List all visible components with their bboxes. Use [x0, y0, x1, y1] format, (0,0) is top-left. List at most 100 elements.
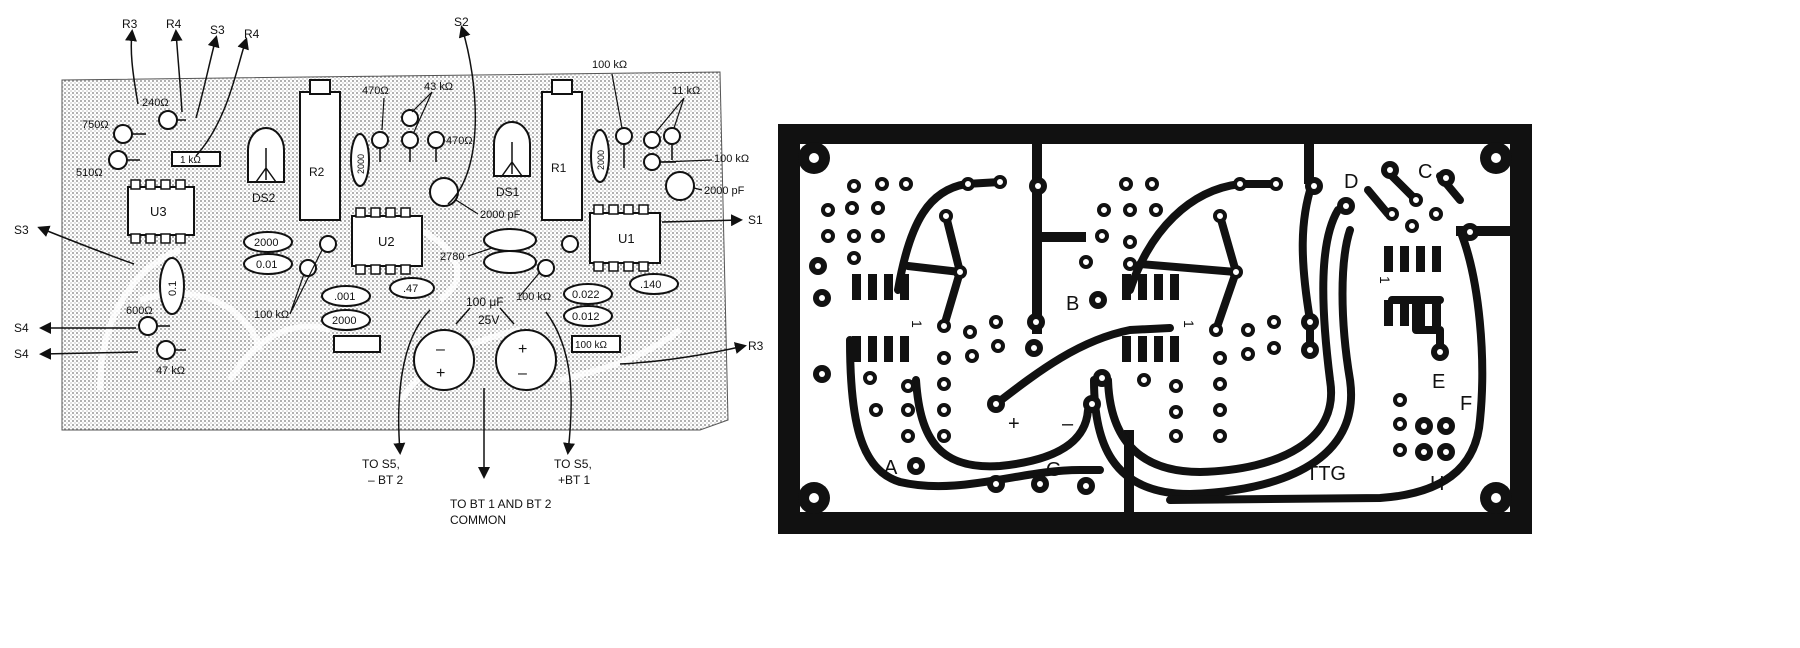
- resistor-600: [138, 316, 158, 336]
- resistor-2000-a-label: 2000: [356, 154, 366, 174]
- label-2000pf-mid: 2000 pF: [480, 209, 521, 221]
- resistor-100k-box-label: 100 kΩ: [575, 340, 607, 351]
- wire-label-r4-top: R4: [166, 17, 182, 31]
- electrolytic-value: 100 μF: [466, 295, 504, 309]
- label-11k: 11 kΩ: [672, 85, 700, 97]
- pot-r2: R2: [299, 79, 341, 221]
- wire-r4-top-b: [195, 37, 249, 157]
- pcb-ic-mark-1: 1: [909, 320, 925, 328]
- cap-0-022-label: 0.022: [572, 289, 600, 301]
- svg-text:–: –: [518, 365, 527, 382]
- wire-s3-top: [195, 35, 220, 119]
- ic-u2: U2: [351, 207, 423, 275]
- label-100k-mid: 100 kΩ: [516, 291, 551, 303]
- resistor-100k-left: [319, 235, 337, 253]
- label-510: 510Ω: [76, 167, 103, 179]
- cap-2780-b: [483, 250, 537, 274]
- led-ds2: DS2: [247, 127, 285, 205]
- cap-140: [629, 273, 679, 295]
- cap-0-022: [563, 283, 613, 305]
- pcb-point-a: A: [884, 457, 898, 479]
- pcb-point-e: E: [1432, 371, 1445, 393]
- label-2000pf-right: 2000 pF: [704, 185, 745, 197]
- note-to-s5-pos-line1: TO S5,: [554, 457, 592, 471]
- led-ds1-label: DS1: [496, 185, 520, 199]
- pcb-point-b: B: [1066, 293, 1079, 315]
- note-to-s5-neg-line1: TO S5,: [362, 457, 400, 471]
- led-ds1: DS1: [493, 121, 531, 199]
- resistor-100k-box: 100 kΩ: [571, 335, 621, 353]
- resistor-11k-a: [643, 131, 661, 149]
- electrolytic-voltage: 25V: [478, 313, 499, 327]
- resistor-mid-b: [561, 235, 579, 253]
- cap-0-01-label: 0.01: [256, 259, 277, 271]
- ic-u3: U3: [127, 179, 195, 244]
- ic-u3-label: U3: [150, 204, 167, 219]
- cap-2000-b: [321, 309, 371, 331]
- resistor-43k-b: [401, 131, 419, 149]
- pot-r1: R1: [541, 79, 583, 221]
- wire-label-s2-top: S2: [454, 15, 469, 29]
- label-470-a: 470Ω: [362, 85, 389, 97]
- cap-0-012: [563, 305, 613, 327]
- resistor-mid-c: [537, 259, 555, 277]
- svg-text:+: +: [436, 365, 445, 382]
- label-100k-left: 100 kΩ: [254, 309, 289, 321]
- pot-r1-label: R1: [551, 161, 567, 175]
- pcb-plus: +: [1008, 413, 1020, 435]
- resistor-47k: [156, 340, 176, 360]
- component-layout-view: U3 U2 U1 R2 R1: [14, 15, 764, 527]
- label-47k: 47 kΩ: [156, 365, 185, 377]
- pcb-point-c: C: [1418, 161, 1432, 183]
- pcb-point-g: G: [1046, 459, 1062, 481]
- resistor-470-a: [371, 131, 389, 149]
- cap-0-1-label: 0.1: [167, 281, 179, 296]
- wire-s2-top: [447, 25, 476, 205]
- label-43k: 43 kΩ: [424, 81, 453, 93]
- ic-u1: U1: [589, 204, 661, 272]
- cap-140-label: .140: [640, 279, 661, 291]
- note-bt-common-line1: TO BT 1 AND BT 2: [450, 497, 552, 511]
- svg-text:–: –: [436, 341, 445, 358]
- cap-2000-label: 2000: [254, 237, 278, 249]
- wire-label-s1: S1: [748, 213, 763, 227]
- cap-0-1: [159, 257, 185, 315]
- wire-label-r3-top: R3: [122, 17, 138, 31]
- resistor-100k-top: [615, 127, 633, 145]
- pcb-ic-mark-3: 1: [1377, 276, 1393, 284]
- resistor-750: [113, 124, 133, 144]
- wire-to-s5-pos: [545, 311, 575, 455]
- pot-r2-label: R2: [309, 165, 325, 179]
- cap-2000: [243, 231, 293, 253]
- note-to-s5-pos-line2: +BT 1: [558, 473, 590, 487]
- wire-r4-top: [170, 29, 183, 113]
- led-ds2-label: DS2: [252, 191, 276, 205]
- wire-label-r4-top-b: R4: [244, 27, 260, 41]
- pcb-ic-mark-2: 1: [1181, 320, 1197, 328]
- wire-label-r3-right: R3: [748, 339, 764, 353]
- svg-text:+: +: [518, 341, 527, 358]
- pcb-ttg: TTG: [1306, 463, 1346, 485]
- wire-r3-right: [619, 342, 747, 365]
- wire-s1: [661, 214, 743, 227]
- wire-label-s3-left: S3: [14, 223, 29, 237]
- cap-2000pf-mid: [429, 177, 459, 207]
- cap-2000pf-right: [665, 171, 695, 201]
- label-470-b: 470Ω: [446, 135, 473, 147]
- note-to-s5-neg-line2: – BT 2: [368, 473, 403, 487]
- pcb-point-d: D: [1344, 171, 1358, 193]
- wire-r3-top: [125, 29, 139, 105]
- wire-s3-left: [37, 225, 135, 265]
- cap-001-label: .001: [334, 291, 355, 303]
- wire-label-s3-top: S3: [210, 23, 225, 37]
- label-100k-right: 100 kΩ: [714, 153, 749, 165]
- ic-u2-label: U2: [378, 234, 395, 249]
- ic-u1-label: U1: [618, 231, 635, 246]
- wire-label-s4-a: S4: [14, 321, 29, 335]
- label-100k-top: 100 kΩ: [592, 59, 627, 71]
- electrolytic-cap-2: + –: [495, 329, 557, 391]
- resistor-mid-a: [299, 259, 317, 277]
- cap-47-label: .47: [403, 283, 418, 295]
- resistor-1k: 1 kΩ: [171, 151, 221, 167]
